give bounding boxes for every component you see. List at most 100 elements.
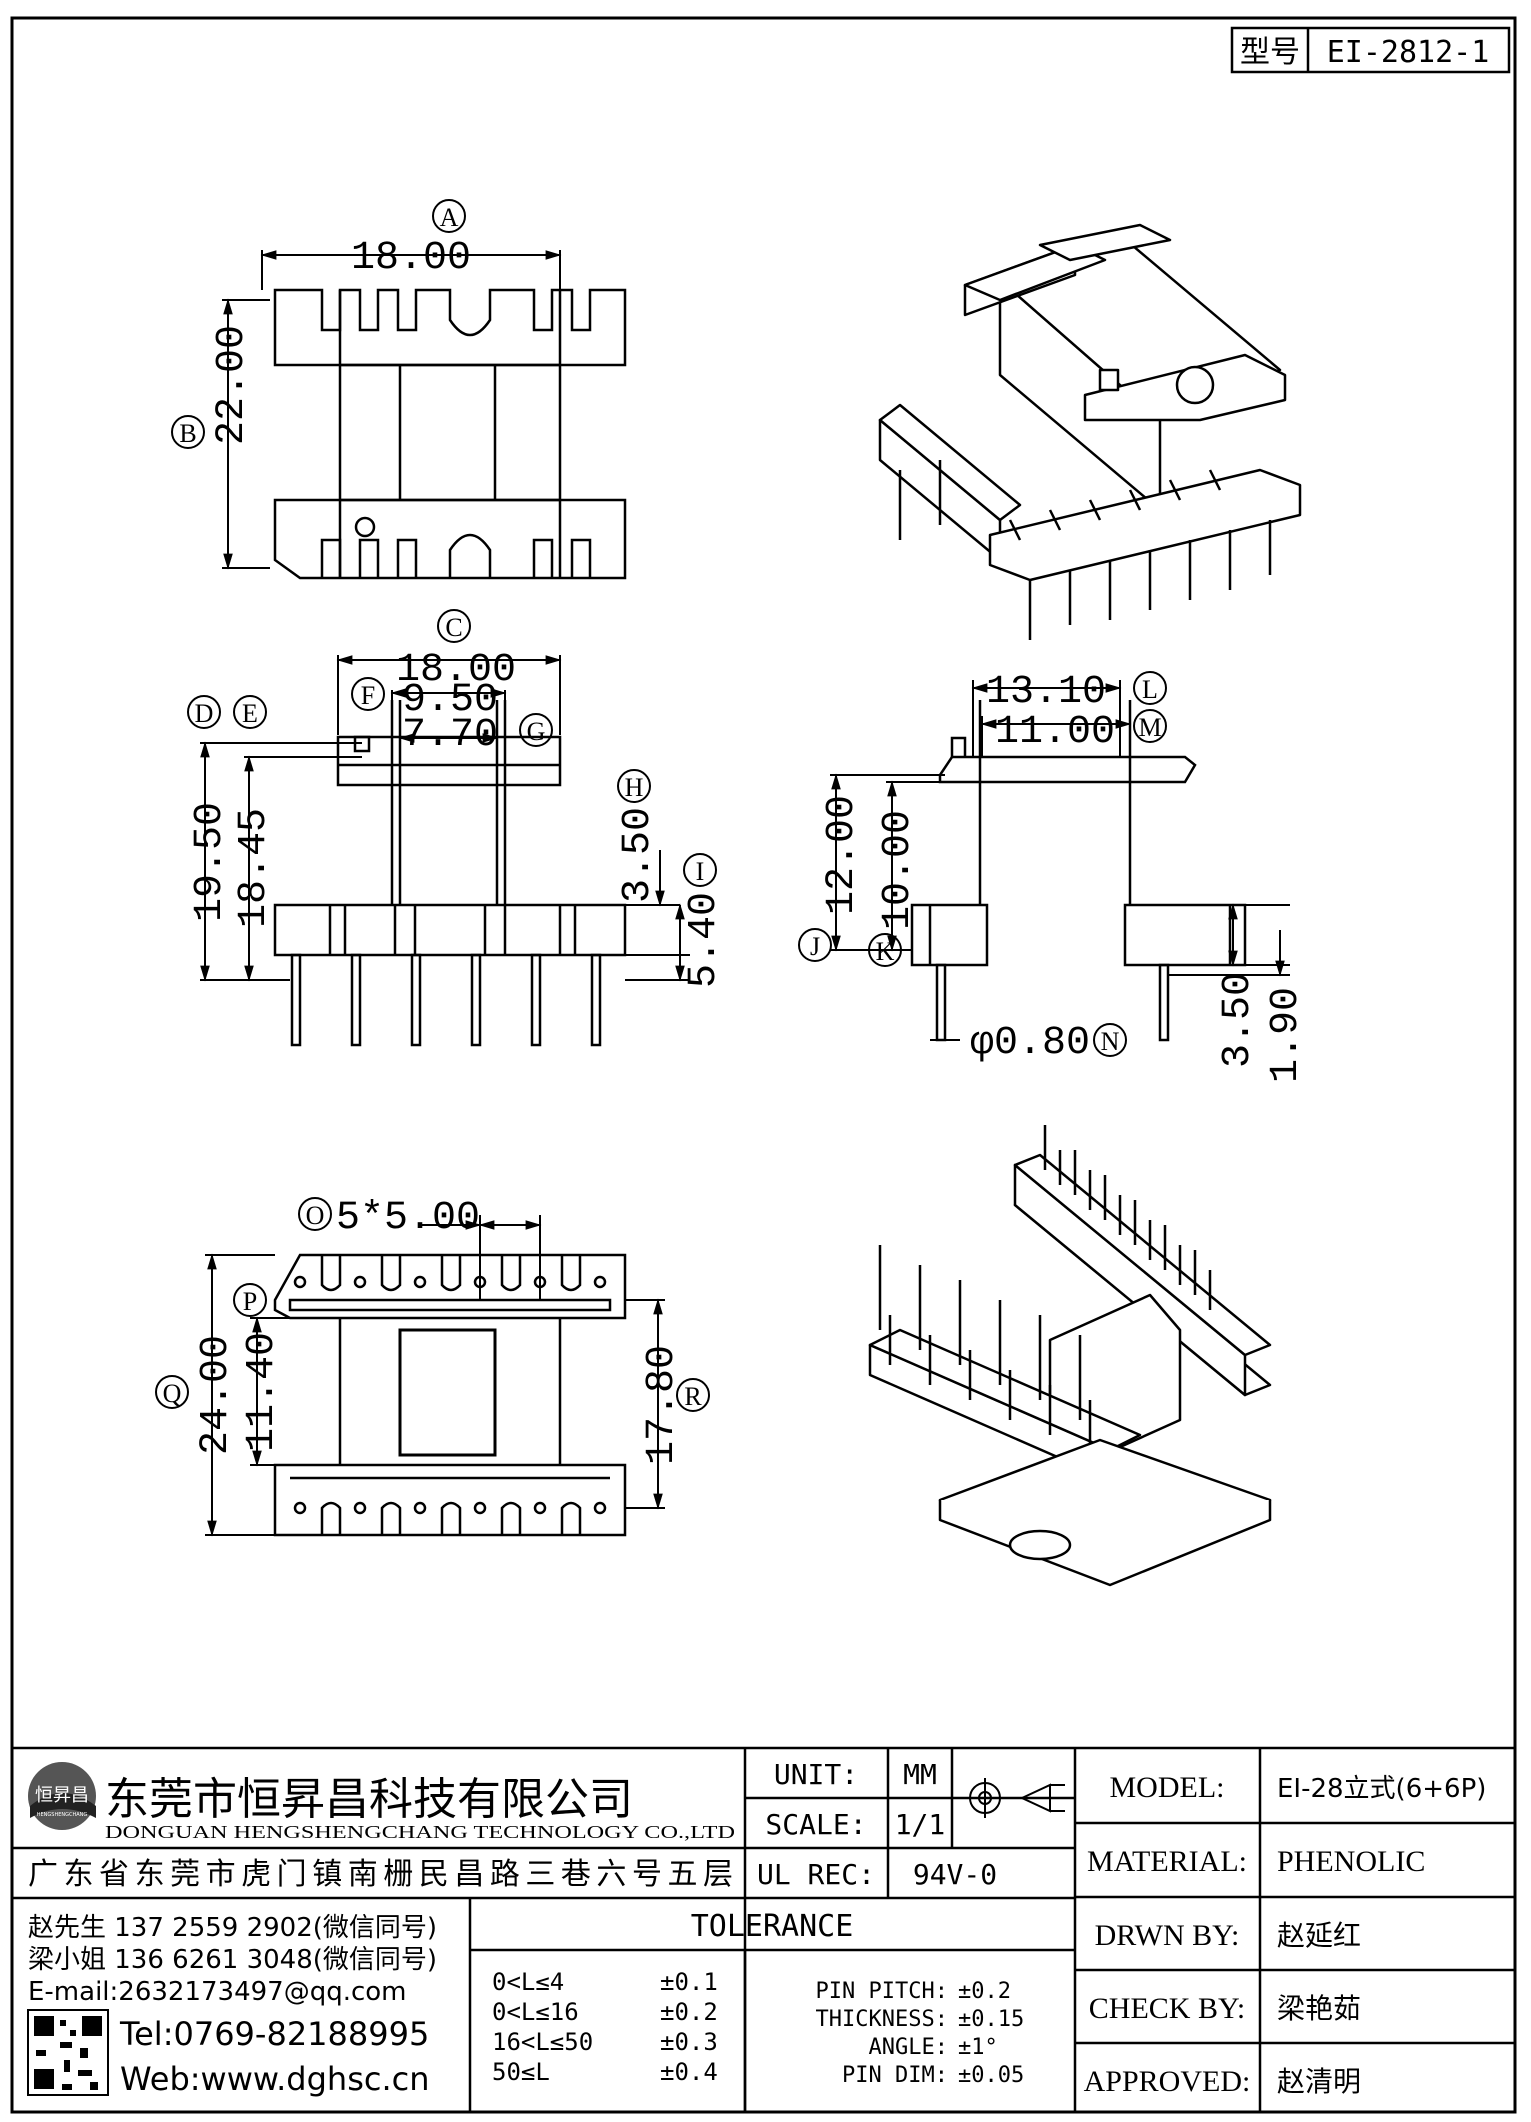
callout-p-letter: P [243, 1287, 257, 1316]
callout-a [432, 199, 466, 233]
tol-value-4: ±0.4 [660, 2058, 718, 2086]
drawn-by-value: 赵延红 [1277, 1919, 1361, 1952]
callout-h [617, 769, 651, 803]
callout-f [351, 677, 385, 711]
callout-b [171, 415, 205, 449]
company-address: 广东省东莞市虎门镇南栅民昌路三巷六号五层 [28, 1857, 733, 1892]
dim-side-a: 3.50 [1216, 972, 1261, 1068]
callout-l [1133, 671, 1167, 705]
model-value: EI-28立式(6+6P) [1277, 1774, 1486, 1804]
unit-label: UNIT: [774, 1758, 858, 1791]
isometric-view-top [878, 223, 1302, 640]
dim-h: 3.50 [616, 807, 661, 903]
pin-pitch-label: PIN PITCH: [816, 1979, 948, 2004]
top-view-dims [222, 250, 562, 570]
contact-line-2: 梁小姐 136 6261 3048(微信同号) [28, 1945, 437, 1975]
callout-m [1133, 709, 1167, 743]
callout-j-letter: J [810, 932, 820, 961]
angle-value: ±1° [958, 2035, 998, 2060]
thickness-label: THICKNESS: [816, 2007, 948, 2032]
callout-d-letter: D [195, 699, 214, 728]
scale-label: SCALE: [765, 1808, 866, 1841]
dim-o: 5*5.00 [336, 1196, 480, 1241]
callout-b-letter: B [179, 419, 196, 448]
dim-m: 11.00 [995, 710, 1115, 755]
callout-r [676, 1378, 710, 1412]
callout-h-letter: H [625, 773, 644, 802]
contact-web: Web:www.dghsc.cn [120, 2060, 430, 2098]
dim-j: 12.00 [820, 795, 865, 915]
callout-q [155, 1375, 189, 1409]
drawn-by-label: DRWN BY: [1095, 1919, 1240, 1952]
model-box: 型号 EI-2812-1 [1230, 26, 1511, 74]
tol-value-2: ±0.2 [660, 1998, 718, 2026]
front-view [273, 700, 627, 1047]
company-logo: 恒昇昌 HENGSHENGCHANG [28, 1762, 96, 1830]
top-view [273, 288, 627, 580]
check-by-label: CHECK BY: [1089, 1992, 1245, 2025]
unit-value: MM [903, 1758, 937, 1791]
callout-c [437, 609, 471, 643]
dim-b: 22.00 [210, 325, 255, 445]
callout-n-letter: N [1101, 1027, 1120, 1056]
company-name-cn: 东莞市恒昇昌科技有限公司 [105, 1774, 633, 1825]
side-view-dims [830, 680, 1290, 1041]
thickness-value: ±0.15 [958, 2007, 1024, 2032]
contact-line-1: 赵先生 137 2559 2902(微信同号) [28, 1913, 437, 1943]
callout-i [683, 853, 717, 887]
callout-e-letter: E [242, 699, 258, 728]
bottom-view [273, 1253, 627, 1537]
pin-dim-value: ±0.05 [958, 2063, 1024, 2088]
callout-k [868, 933, 902, 967]
callout-m-letter: M [1138, 713, 1161, 742]
contact-tel: Tel:0769-82188995 [119, 2015, 429, 2053]
dim-i: 5.40 [682, 892, 727, 988]
callout-c-letter: C [445, 613, 462, 642]
model-box-value: EI-2812-1 [1327, 35, 1490, 70]
tol-range-2: 0<L≤16 [492, 1998, 579, 2026]
callout-f-letter: F [361, 681, 375, 710]
dim-f: 9.50 [402, 678, 498, 723]
tol-value-1: ±0.1 [660, 1968, 718, 1996]
dim-n: φ0.80 [970, 1021, 1090, 1066]
sheet-border [10, 16, 1517, 2114]
tolerance-table: 0<L≤4 ±0.1 0<L≤16 ±0.2 16<L≤50 ±0.3 50≤L… [492, 1968, 1024, 2088]
callout-r-letter: R [684, 1382, 702, 1411]
check-by-value: 梁艳茹 [1277, 1992, 1361, 2025]
callout-i-letter: I [696, 857, 705, 886]
dim-g: 7.70 [402, 713, 498, 758]
callout-j [798, 928, 832, 962]
callout-g [519, 713, 553, 747]
logo-text: 恒昇昌 [35, 1785, 89, 1806]
tol-range-4: 50≤L [492, 2058, 550, 2086]
qr-code-icon [27, 2009, 109, 2096]
approved-value: 赵清明 [1277, 2065, 1361, 2098]
material-value: PHENOLIC [1277, 1845, 1425, 1878]
callout-a-letter: A [440, 203, 459, 232]
callout-n [1093, 1023, 1127, 1057]
ulrec-value: 94V-0 [913, 1858, 997, 1891]
tol-value-3: ±0.3 [660, 2028, 718, 2056]
dim-side-b: 1.90 [1264, 987, 1309, 1083]
ulrec-label: UL REC: [757, 1858, 875, 1891]
projection-symbol-icon [960, 1778, 1065, 1818]
contact-email: E-mail:2632173497@qq.com [28, 1977, 407, 2007]
callout-e [233, 695, 267, 729]
title-block [12, 1746, 1515, 2112]
front-view-dims [200, 655, 690, 982]
dim-e: 18.45 [232, 808, 277, 928]
dim-q: 24.00 [194, 1335, 239, 1455]
tol-range-3: 16<L≤50 [492, 2028, 593, 2056]
callout-p [233, 1283, 267, 1317]
dim-d: 19.50 [188, 802, 233, 922]
dim-c: 18.00 [396, 648, 516, 693]
dim-k: 10.00 [876, 810, 921, 930]
model-label: MODEL: [1110, 1771, 1225, 1804]
callout-g-letter: G [527, 717, 546, 746]
material-label: MATERIAL: [1087, 1845, 1247, 1878]
angle-label: ANGLE: [869, 2035, 948, 2060]
isometric-view-bottom [868, 1125, 1272, 1587]
dim-a: 18.00 [351, 236, 471, 281]
callout-d [187, 695, 221, 729]
dim-l: 13.10 [986, 670, 1106, 715]
